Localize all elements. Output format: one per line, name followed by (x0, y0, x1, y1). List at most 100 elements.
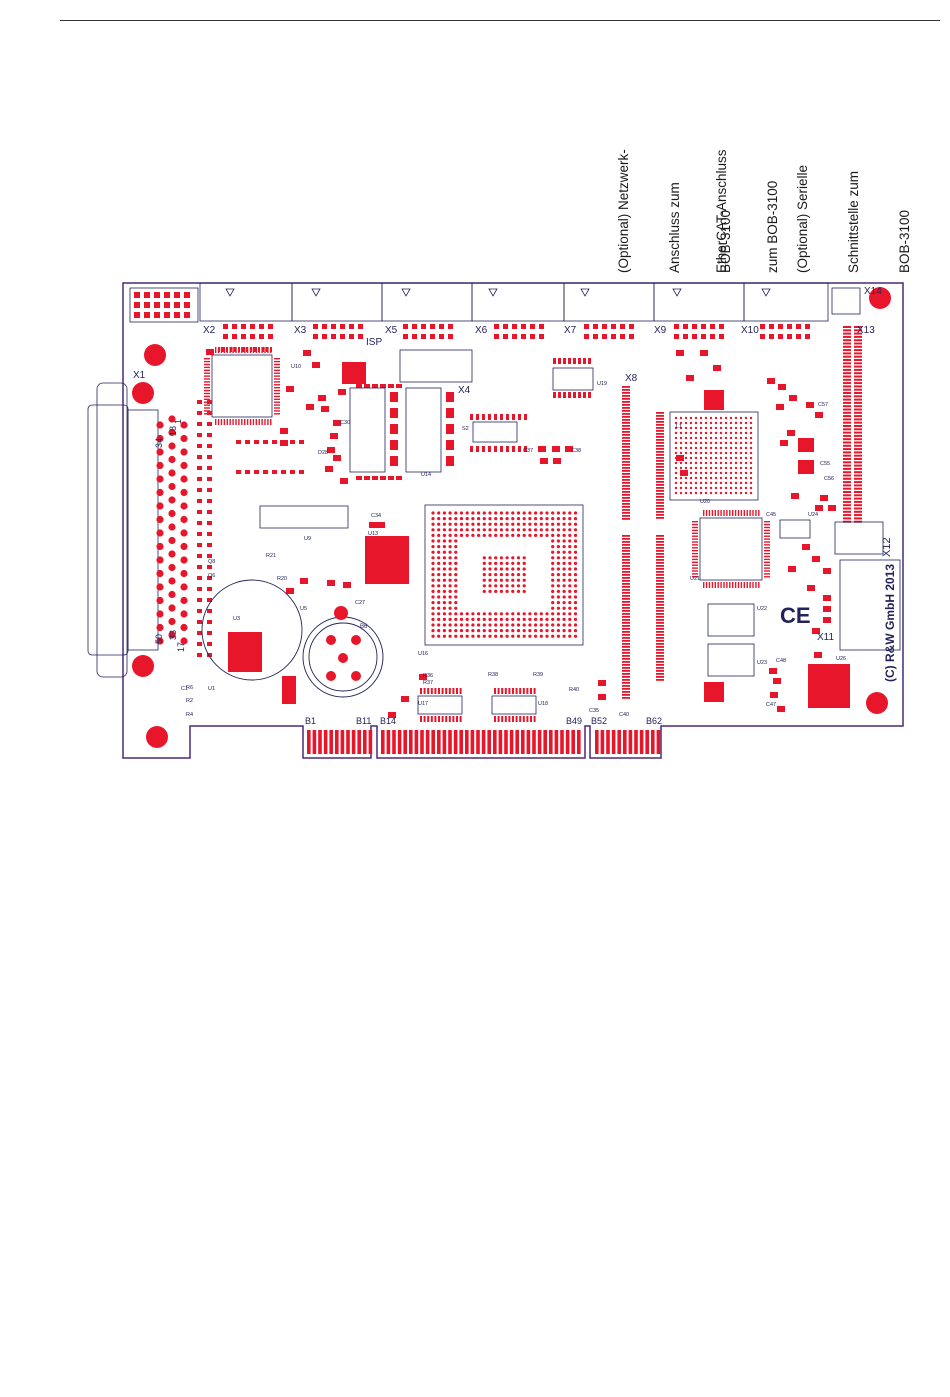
dsub-pin (168, 428, 176, 437)
bga-ball (545, 517, 549, 521)
socket-pin (622, 688, 630, 690)
x13-pin (854, 332, 862, 335)
socket-pin (656, 448, 664, 450)
socket-pin (622, 655, 630, 657)
bga-ball (499, 517, 503, 521)
connector-pad (403, 334, 408, 339)
fpga-bga (424, 504, 584, 646)
bga-ball (505, 517, 509, 521)
bga-ball (442, 567, 446, 571)
qfp-pad (255, 419, 257, 425)
dsub-pin (156, 596, 164, 605)
smd-component (206, 349, 214, 355)
bga-ball (674, 466, 678, 470)
chip-label: U19 (597, 381, 607, 387)
edge-finger (515, 730, 519, 754)
qfp-pad (204, 398, 210, 400)
x13-pin (843, 332, 851, 335)
bga-ball (448, 528, 452, 532)
bga-ball (505, 612, 509, 616)
pad (356, 384, 362, 388)
bga-ball (568, 556, 572, 560)
socket-pin (622, 464, 630, 466)
pad (488, 446, 491, 452)
edge-finger (414, 730, 419, 754)
bga-ball (516, 612, 521, 616)
connector-pad (778, 334, 783, 339)
pad (197, 488, 202, 492)
pad (558, 358, 561, 364)
smd-pads (197, 324, 836, 722)
connector-pad (313, 324, 318, 329)
bga-ball (699, 466, 703, 470)
edge-finger (521, 730, 525, 754)
bga-ball (551, 573, 555, 577)
connector-pad (620, 324, 625, 329)
pad (252, 655, 255, 657)
bga-ball (442, 601, 446, 605)
socket-pin (622, 697, 630, 699)
x13-pin (854, 487, 862, 490)
connector-pad (692, 324, 697, 329)
pad (281, 470, 286, 474)
bga-ball (511, 634, 515, 638)
label-x14: X14 (864, 286, 882, 297)
socket-pin (656, 655, 664, 657)
socket-pin (622, 613, 630, 615)
smd-component (340, 478, 348, 484)
socket-pin (656, 412, 664, 414)
mounting-holes (132, 287, 891, 748)
x13-pin (843, 335, 851, 338)
x13-pin (843, 425, 851, 427)
bga-ball (454, 550, 458, 554)
pad (232, 637, 235, 639)
part-label: R20 (277, 576, 287, 582)
bga-ball (511, 511, 515, 515)
pad (519, 688, 522, 694)
x1-dsub-connector (87, 382, 159, 678)
bga-ball (573, 606, 578, 610)
bga-ball (699, 421, 703, 425)
bga-ball (694, 486, 698, 490)
bga-ball (459, 623, 464, 627)
edge-finger (453, 730, 458, 754)
bga-ball (684, 441, 688, 445)
qfp-pad (232, 419, 234, 425)
pad (259, 655, 262, 657)
x13-pin (854, 504, 862, 507)
socket-pin (622, 413, 630, 415)
socket-pin (622, 389, 630, 391)
pad (512, 446, 515, 452)
edge-finger (595, 730, 599, 754)
socket-pin (622, 512, 630, 514)
socket-pin (622, 500, 630, 502)
edge-finger (351, 730, 356, 754)
connector-pad (539, 334, 544, 339)
pad (246, 347, 248, 352)
pad (396, 384, 402, 388)
bga-ball (465, 617, 469, 622)
bga-ball (573, 556, 578, 560)
bga-ball (499, 511, 503, 515)
edge-finger (565, 730, 570, 754)
edge-finger (623, 730, 627, 754)
bga-ball (704, 426, 708, 430)
bga-ball (499, 612, 503, 616)
qfp-pad (274, 398, 280, 400)
bga-ball (454, 629, 458, 633)
bga-ball (573, 573, 578, 577)
x13-pin (843, 421, 851, 424)
bga-ball (482, 617, 486, 622)
pad (524, 414, 527, 420)
dsub-pin (180, 502, 188, 510)
qfp-pad (692, 555, 698, 558)
pad (246, 668, 248, 671)
bga-ball (528, 634, 532, 638)
bga-ball (739, 481, 743, 485)
bga-ball (454, 517, 458, 521)
bga-ball (442, 528, 446, 532)
x13-pin (854, 335, 862, 338)
connector-pad (340, 324, 345, 329)
bga-ball (534, 612, 538, 616)
